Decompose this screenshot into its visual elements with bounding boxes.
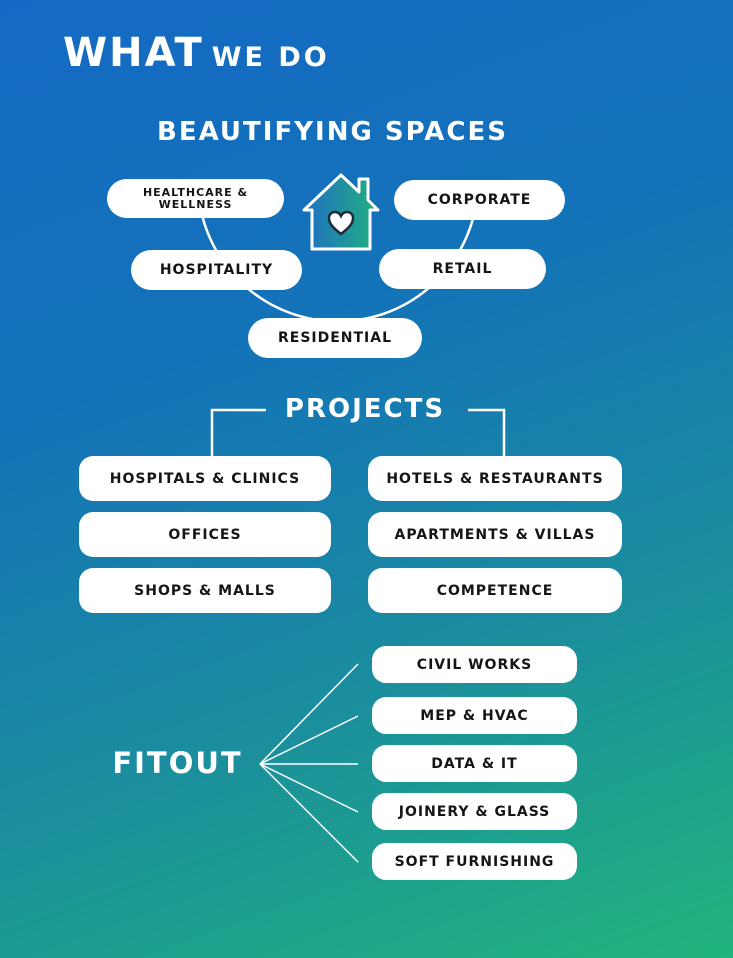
fitout-line-5: [259, 763, 359, 863]
pill-offices: OFFICES: [79, 512, 331, 557]
pill-competence: COMPETENCE: [368, 568, 622, 613]
fitout-heading: FITOUT: [112, 746, 243, 780]
title-main: WHAT: [63, 30, 204, 76]
fitout-line-4: [259, 763, 359, 813]
pill-hotels-restaurants: HOTELS & RESTAURANTS: [368, 456, 622, 501]
pill-hospitality: HOSPITALITY: [131, 250, 302, 290]
pill-mep-hvac: MEP & HVAC: [372, 697, 577, 734]
fitout-line-1: [259, 663, 359, 765]
pill-soft-furnishing: SOFT FURNISHING: [372, 843, 577, 880]
pill-hospitals-clinics: HOSPITALS & CLINICS: [79, 456, 331, 501]
house-heart-icon: [302, 173, 380, 251]
projects-bracket-left: [210, 408, 266, 458]
pill-healthcare-wellness: HEALTHCARE & WELLNESS: [107, 179, 284, 218]
pill-retail: RETAIL: [379, 249, 546, 289]
pill-apartments-villas: APARTMENTS & VILLAS: [368, 512, 622, 557]
fitout-line-2: [259, 715, 359, 765]
title-sub: WE DO: [211, 42, 330, 73]
pill-corporate: CORPORATE: [394, 180, 565, 220]
pill-civil-works: CIVIL WORKS: [372, 646, 577, 683]
beautifying-spaces-heading: BEAUTIFYING SPACES: [157, 117, 508, 147]
projects-bracket-right: [468, 408, 506, 458]
projects-heading: PROJECTS: [284, 394, 446, 424]
pill-shops-malls: SHOPS & MALLS: [79, 568, 331, 613]
pill-data-it: DATA & IT: [372, 745, 577, 782]
pill-residential: RESIDENTIAL: [248, 318, 422, 358]
pill-joinery-glass: JOINERY & GLASS: [372, 793, 577, 830]
